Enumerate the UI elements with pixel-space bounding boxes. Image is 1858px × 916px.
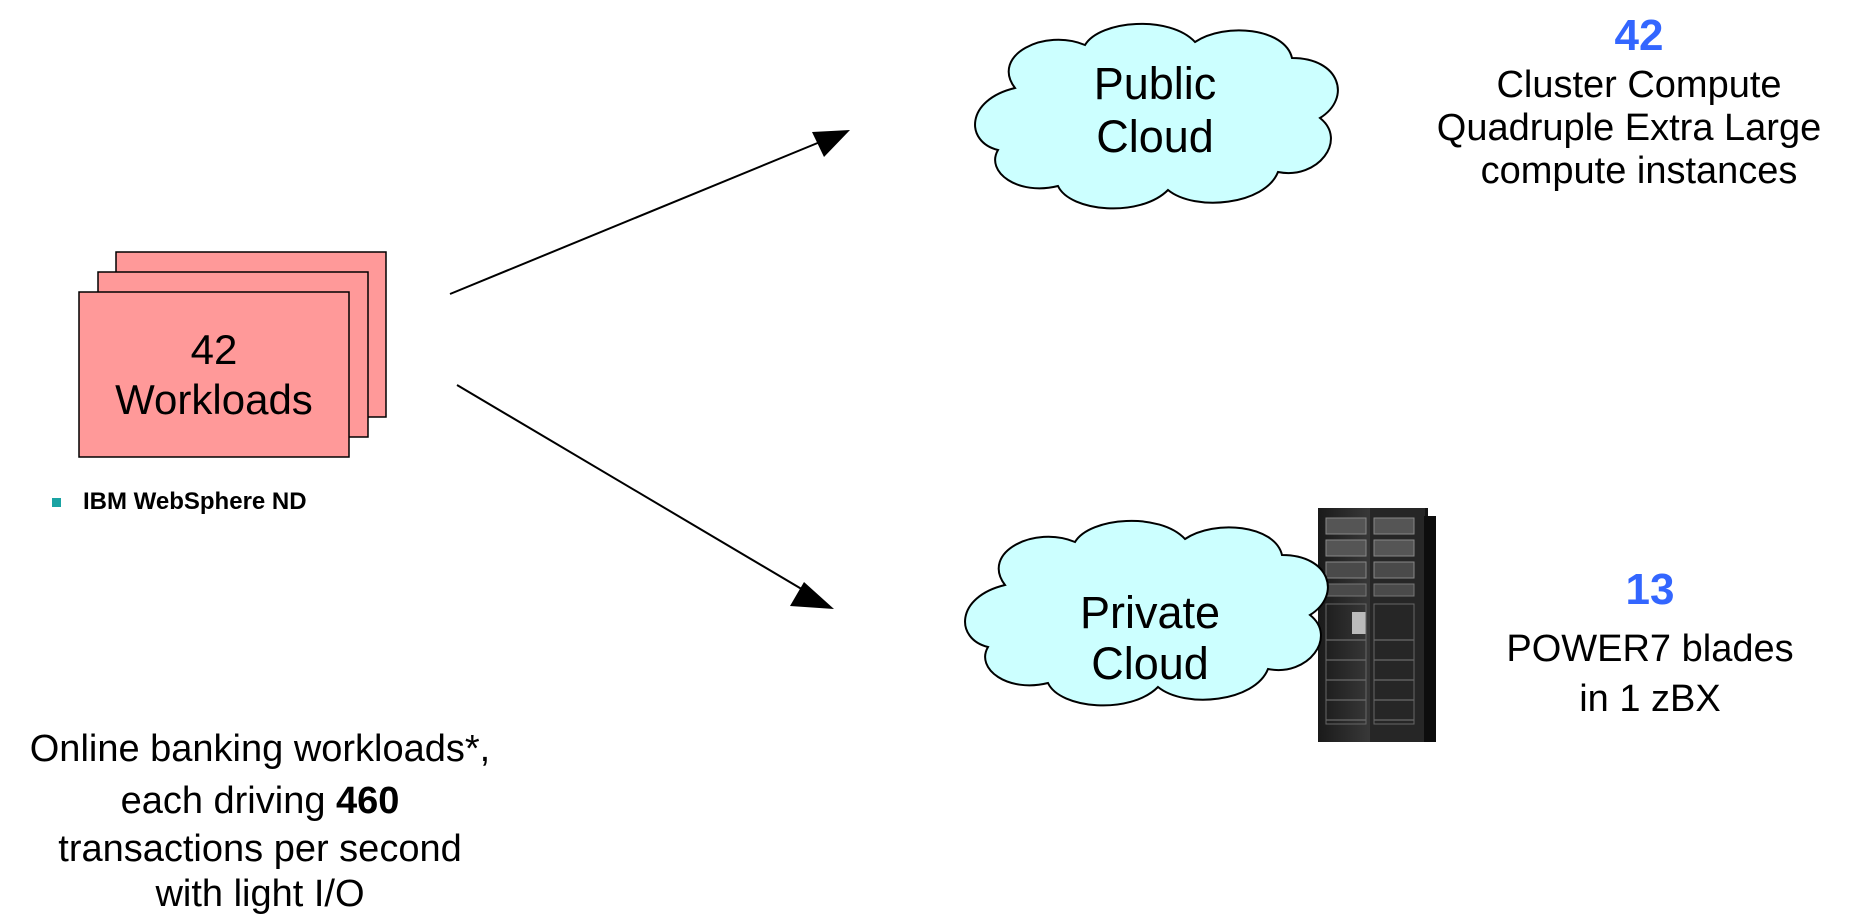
- public-cloud-desc-line-2: Quadruple Extra Large: [1436, 107, 1822, 149]
- private-cloud-blade-count: 13: [1625, 565, 1675, 614]
- public-cloud-label-line-2: Cloud: [1096, 111, 1214, 162]
- private-cloud-label-line-2: Cloud: [1091, 638, 1209, 689]
- workload-box-front: [78, 291, 350, 458]
- workload-stack: [78, 251, 387, 458]
- bullet-square-icon: [52, 497, 61, 507]
- private-cloud-desc-line-2: in 1 zBX: [1579, 678, 1721, 720]
- arrow-to-public-cloud: [449, 130, 850, 295]
- public-cloud-desc-line-3: compute instances: [1480, 150, 1798, 192]
- private-cloud-desc-line-1: POWER7 blades: [1506, 628, 1794, 670]
- public-cloud-instance-count: 42: [1614, 11, 1664, 60]
- workload-bullet: IBM WebSphere ND: [52, 488, 307, 516]
- description-line-3: transactions per second: [58, 828, 462, 870]
- private-cloud-shape: [964, 520, 1329, 707]
- arrow-to-private-cloud: [456, 384, 834, 609]
- public-cloud-shape: [974, 23, 1339, 210]
- workload-bullet-text: IBM WebSphere ND: [83, 488, 307, 515]
- description-line-1: Online banking workloads*,: [29, 728, 491, 770]
- description-line-2-prefix: each driving: [120, 780, 337, 822]
- public-cloud-label-line-1: Public: [1093, 58, 1217, 109]
- server-rack-icon: [1318, 508, 1436, 742]
- description-line-4: with light I/O: [155, 873, 365, 915]
- private-cloud-label-line-1: Private: [1079, 587, 1221, 638]
- workload-count: 42: [190, 326, 238, 373]
- workload-label: Workloads: [115, 376, 313, 423]
- description-line-2: each driving 460: [0, 780, 520, 823]
- public-cloud-desc-line-1: Cluster Compute: [1496, 64, 1782, 106]
- description-tps-value: 460: [336, 780, 400, 822]
